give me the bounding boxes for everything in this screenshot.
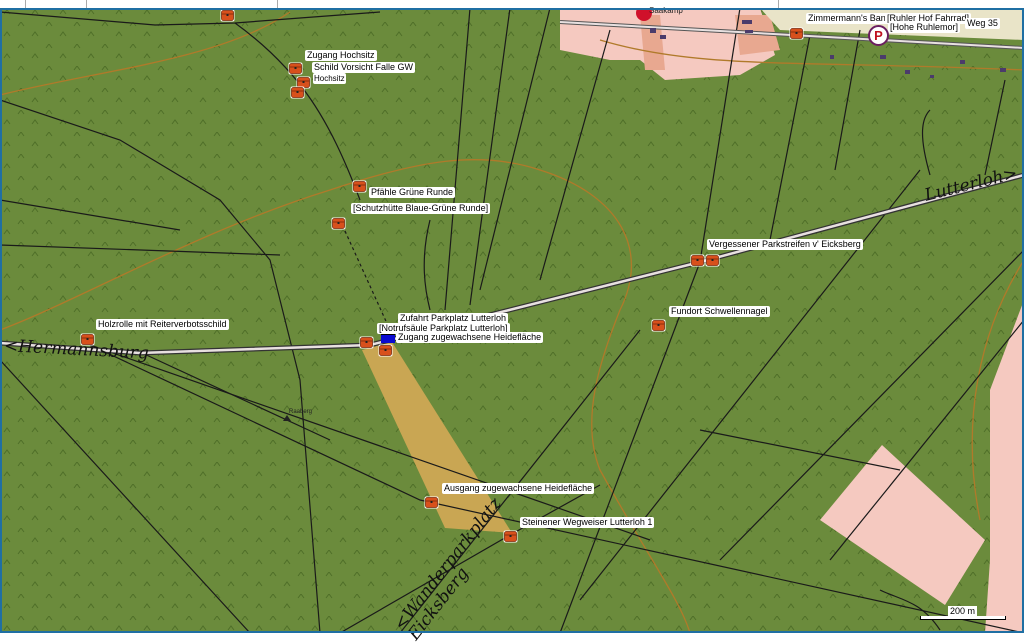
- treasure-chest-icon[interactable]: [220, 9, 235, 22]
- parking-icon[interactable]: P: [868, 25, 889, 46]
- place-label-saakamp: Saakamp: [649, 6, 683, 15]
- toolbar-segment: [278, 0, 779, 8]
- waypoint-label[interactable]: Fundort Schwellennagel: [669, 306, 770, 317]
- toolbar-segment: [0, 0, 26, 8]
- place-label-raaberg: Raaberg: [289, 409, 313, 415]
- waypoint-label[interactable]: Holzrolle mit Reiterverbotsschild: [96, 319, 229, 330]
- waypoint-label[interactable]: Weg 35: [965, 18, 1000, 29]
- treasure-chest-icon[interactable]: [789, 27, 804, 40]
- forest-tracks: [0, 8, 1024, 633]
- treasure-chest-icon[interactable]: [331, 217, 346, 230]
- waypoint-label[interactable]: Zufahrt Parkplatz Lutterloh: [398, 313, 509, 324]
- treasure-chest-icon[interactable]: [290, 86, 305, 99]
- waypoint-label[interactable]: Zimmermann's Bank: [806, 13, 893, 24]
- scale-bar: 200 m: [920, 606, 1006, 622]
- treasure-chest-icon[interactable]: [80, 333, 95, 346]
- clearing-area: [820, 445, 985, 605]
- scale-label: 200 m: [948, 606, 978, 616]
- waypoint-label[interactable]: Hochsitz: [313, 73, 346, 84]
- map-canvas[interactable]: <Hermannsburg Lutterloh> <Wanderparkplat…: [0, 6, 1024, 644]
- waypoint-label[interactable]: [Hohe Ruhlemor]: [888, 22, 961, 33]
- contour-lines: [0, 11, 1024, 633]
- waypoint-label[interactable]: [Notrufsäule Parkplatz Lutterloh]: [377, 323, 510, 334]
- treasure-chest-icon[interactable]: [690, 254, 705, 267]
- peak-icon: [283, 415, 291, 421]
- waypoint-label[interactable]: Schild Vorsicht Falle GW: [312, 62, 416, 73]
- treasure-chest-icon[interactable]: [378, 344, 393, 357]
- toolbar-segment: [87, 0, 278, 8]
- waypoint-label[interactable]: Steinener Wegweiser Lutterloh 1: [520, 517, 655, 528]
- treasure-chest-icon[interactable]: [424, 496, 439, 509]
- toolbar-segment: [26, 0, 87, 8]
- treasure-chest-icon[interactable]: [359, 336, 374, 349]
- waypoint-label[interactable]: [Schutzhütte Blaue-Grüne Runde]: [351, 203, 491, 214]
- treasure-chest-icon[interactable]: [503, 530, 518, 543]
- scale-bar-line: [920, 616, 1006, 620]
- waypoint-label[interactable]: Zugang zugewachsene Heidefläche: [396, 332, 544, 343]
- treasure-chest-icon[interactable]: [651, 319, 666, 332]
- waypoint-label[interactable]: Zugang Hochsitz: [305, 50, 377, 61]
- poi-red-marker: [636, 8, 652, 21]
- treasure-chest-icon[interactable]: [705, 254, 720, 267]
- treasure-chest-icon[interactable]: [288, 62, 303, 75]
- waypoint-label[interactable]: Ausgang zugewachsene Heidefläche: [442, 483, 595, 494]
- waypoint-label[interactable]: [Ruhler Hof Fahrrad]: [885, 13, 972, 24]
- waypoint-label[interactable]: Vergessener Parkstreifen v' Eicksberg: [707, 239, 863, 250]
- treasure-chest-icon[interactable]: [296, 76, 311, 89]
- flag-icon[interactable]: [381, 334, 395, 343]
- buildings: [650, 20, 1006, 78]
- treasure-chest-icon[interactable]: [352, 180, 367, 193]
- waypoint-label[interactable]: Pfähle Grüne Runde: [369, 187, 456, 198]
